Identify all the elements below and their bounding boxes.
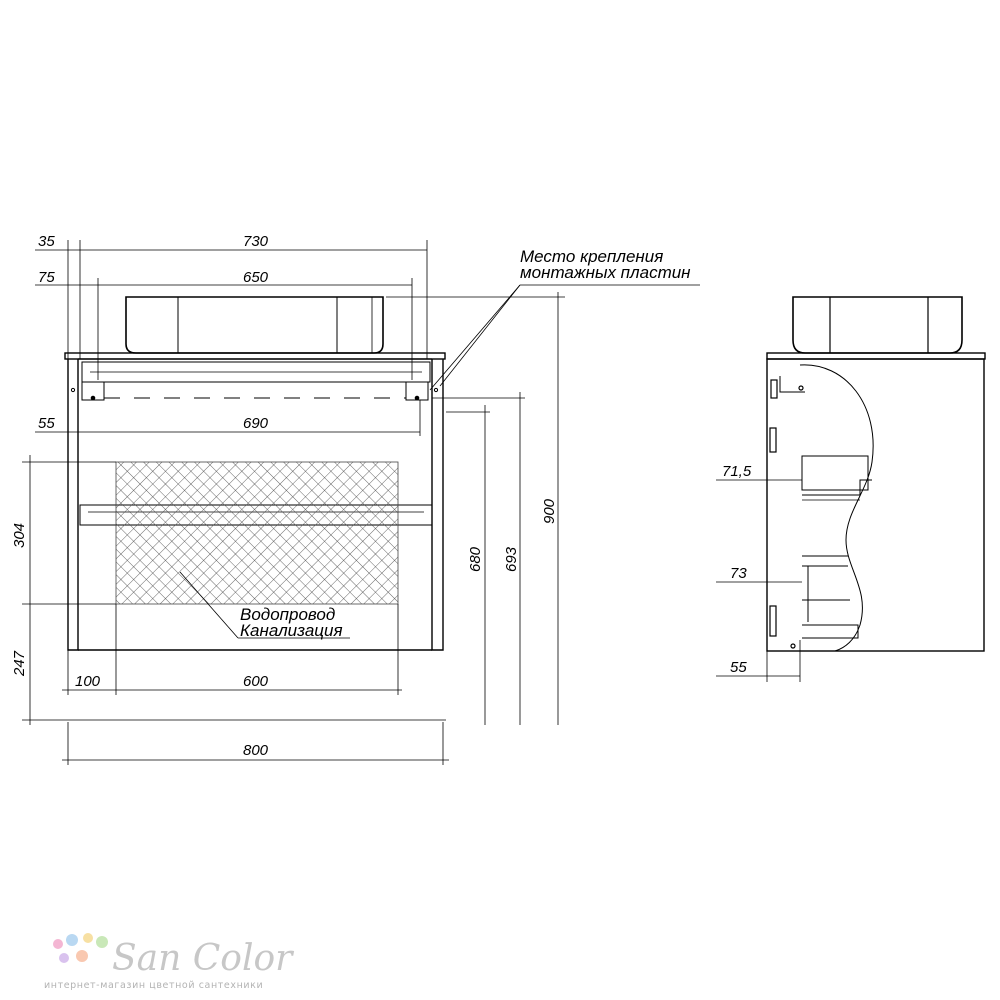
- logo-dot: [66, 934, 78, 946]
- dim-top-width: 730: [243, 233, 269, 250]
- mount-label-line2: монтажных пластин: [520, 263, 691, 282]
- side-countertop: [766, 352, 986, 360]
- pipes-label-line1: Водопровод: [240, 605, 335, 624]
- front-dimension-lines: [22, 240, 700, 765]
- upper-drawer-panel: [81, 361, 431, 383]
- logo-tagline: интернет-магазин цветной сантехники: [44, 980, 263, 991]
- side-upper-drawer: [801, 455, 869, 491]
- side-lower-drawer: [802, 555, 850, 622]
- mounting-plate-left: [70, 381, 105, 401]
- dim-basin-offset: 75: [38, 269, 55, 286]
- dim-pipe-offset: 100: [75, 673, 101, 690]
- side-dimension-lines: [716, 479, 802, 682]
- side-cabinet: [766, 358, 985, 652]
- logo-dots: [53, 933, 108, 963]
- mount-label-line1: Место крепления: [520, 247, 663, 266]
- front-view: [64, 296, 446, 651]
- countertop: [64, 352, 446, 360]
- dim-height-upper: 304: [11, 523, 28, 548]
- cabinet-body: [67, 359, 79, 651]
- dim-top-offset: 35: [38, 233, 55, 250]
- logo-dot: [59, 953, 69, 963]
- basin-side: [792, 296, 963, 354]
- annotations: Место крепления монтажных пластин Водопр…: [240, 247, 691, 640]
- logo-brand: San Color: [112, 938, 294, 979]
- dim-plate-width: 690: [243, 415, 269, 432]
- cutaway-curve: [799, 364, 874, 652]
- dim-total-width: 800: [243, 742, 269, 759]
- mounting-plate-right: [405, 381, 439, 401]
- logo-dot: [76, 950, 88, 962]
- dim-plate-offset: 55: [38, 415, 55, 432]
- dim-basin-width: 650: [243, 269, 269, 286]
- pipes-label-line2: Канализация: [240, 621, 343, 640]
- dim-height-693: 693: [503, 546, 520, 572]
- dim-drawer-bottom: 73: [730, 565, 747, 582]
- dim-height-680: 680: [467, 546, 484, 572]
- dim-height-total: 900: [541, 498, 558, 524]
- dim-side-base: 55: [730, 659, 747, 676]
- side-dimension-labels: 71,5 73 55: [722, 463, 752, 676]
- logo-dot: [53, 939, 63, 949]
- logo-dot: [83, 933, 93, 943]
- basin-front: [125, 296, 384, 354]
- dim-height-lower: 247: [11, 650, 28, 677]
- dim-pipe-width: 600: [243, 673, 269, 690]
- logo-dot: [96, 936, 108, 948]
- pipes-zone: [115, 461, 399, 605]
- watermark-logo: San Color интернет-магазин цветной санте…: [44, 933, 294, 991]
- side-view: [766, 296, 986, 652]
- dim-drawer-top: 71,5: [722, 463, 752, 480]
- front-dimension-labels: 35 730 75 650 55 690 100 600 800 304 247…: [11, 233, 558, 759]
